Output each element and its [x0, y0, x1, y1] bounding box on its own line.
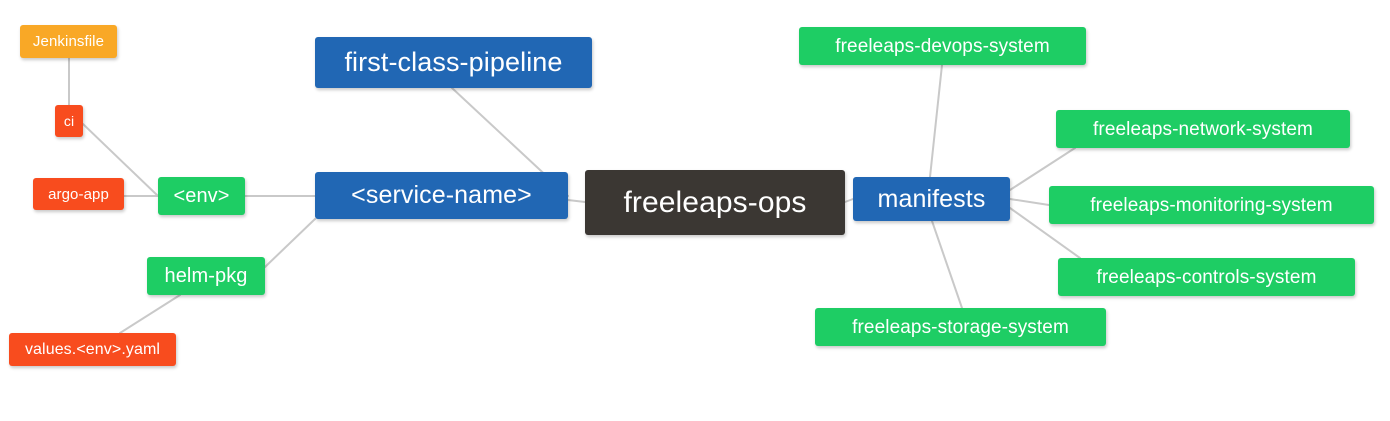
mindmap-node-controls-system[interactable]: freeleaps-controls-system [1058, 258, 1355, 296]
mindmap-node-first-class-pipeline[interactable]: first-class-pipeline [315, 37, 592, 88]
edge-helm-pkg-to-values-env-yaml [119, 294, 181, 334]
mindmap-node-manifests[interactable]: manifests [853, 177, 1010, 221]
mindmap-node-monitoring-system[interactable]: freeleaps-monitoring-system [1049, 186, 1374, 224]
mindmap-node-freeleaps-ops[interactable]: freeleaps-ops [585, 170, 845, 235]
mindmap-node-service-name[interactable]: <service-name> [315, 172, 568, 219]
mindmap-node-devops-system[interactable]: freeleaps-devops-system [799, 27, 1086, 65]
edge-manifests-to-storage-system [931, 220, 963, 309]
edge-freeleaps-ops-to-manifests [844, 198, 854, 203]
edge-manifests-to-devops-system [929, 64, 943, 178]
mindmap-node-env[interactable]: <env> [158, 177, 245, 215]
mindmap-node-ci[interactable]: ci [55, 105, 83, 137]
mindmap-node-argo-app[interactable]: argo-app [33, 178, 124, 210]
mindmap-node-storage-system[interactable]: freeleaps-storage-system [815, 308, 1106, 346]
edge-manifests-to-monitoring-system [1009, 198, 1050, 206]
edge-manifests-to-network-system [1009, 147, 1076, 191]
mindmap-node-jenkinsfile[interactable]: Jenkinsfile [20, 25, 117, 58]
mindmap-node-network-system[interactable]: freeleaps-network-system [1056, 110, 1350, 148]
mindmap-node-helm-pkg[interactable]: helm-pkg [147, 257, 265, 295]
edge-service-name-to-freeleaps-ops [567, 199, 586, 203]
edge-service-name-to-helm-pkg [264, 218, 316, 268]
mindmap-node-values-env-yaml[interactable]: values.<env>.yaml [9, 333, 176, 366]
